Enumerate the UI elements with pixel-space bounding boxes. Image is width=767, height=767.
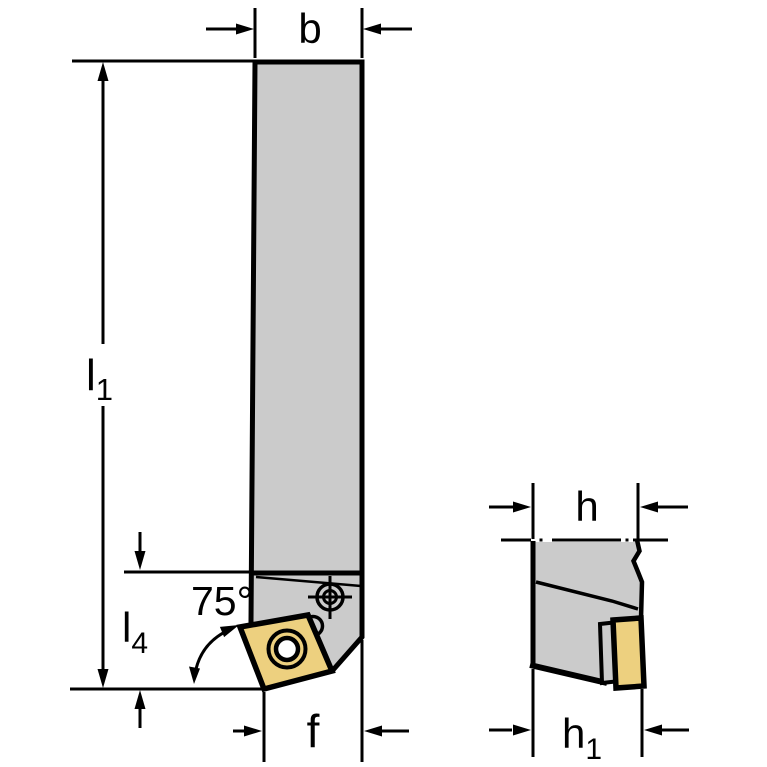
insert-front: [236, 611, 336, 693]
dim-b-right-arrowhead: [363, 23, 381, 35]
end-view: [529, 539, 647, 691]
end-view-head-edge-line: [535, 580, 639, 611]
dim-f-right-arrowhead: [364, 725, 382, 737]
dimension-l4: l4: [122, 532, 253, 728]
dimension-h1: h1: [489, 669, 689, 766]
insert-hole-icon: [266, 628, 308, 670]
dim-h-right-arrowhead: [640, 501, 658, 513]
head-top-slant-line: [255, 575, 362, 588]
end-view-bottom-edge: [529, 662, 608, 686]
dim-l1-label: l1: [86, 351, 113, 407]
front-view: [236, 59, 365, 693]
shank-body: [248, 59, 365, 692]
dimension-f: f: [233, 640, 409, 762]
dim-f-left-arrowhead: [244, 725, 262, 737]
dimension-l1: l1: [70, 59, 264, 691]
end-view-right-edge: [630, 539, 645, 620]
end-view-body: [532, 542, 641, 682]
dim-b-left-arrowhead: [236, 23, 254, 35]
angle-label: 75°: [191, 578, 253, 624]
dim-l4-top-arrowhead: [134, 551, 146, 570]
dim-h-left-arrowhead: [513, 501, 531, 513]
insert-side: [610, 615, 647, 691]
angle-arc-lower-arrowhead: [189, 666, 200, 684]
dimension-angle: 75°: [189, 578, 253, 684]
dimension-h: h: [489, 483, 688, 539]
dim-h1-left-arrowhead: [513, 724, 531, 736]
dim-l4-label: l4: [122, 604, 148, 660]
dimension-b: b: [206, 5, 412, 58]
dim-f-label: f: [307, 705, 320, 757]
crosshair-screw-icon: [308, 576, 352, 619]
dim-h-label: h: [575, 483, 598, 530]
dim-l4-bottom-arrowhead: [134, 690, 146, 709]
dim-h1-right-arrowhead: [644, 724, 662, 736]
end-view-dimensions: h h1: [489, 483, 689, 766]
angle-arc-upper-arrowhead: [219, 625, 239, 638]
front-view-dimensions: b l1 l4 75°: [70, 5, 412, 762]
dim-h1-label: h1: [562, 710, 602, 766]
dim-b-label: b: [298, 5, 321, 52]
dim-l1-down-arrowhead: [97, 669, 109, 688]
dim-l1-up-arrowhead: [97, 62, 109, 81]
insert-hole-center: [273, 635, 301, 663]
